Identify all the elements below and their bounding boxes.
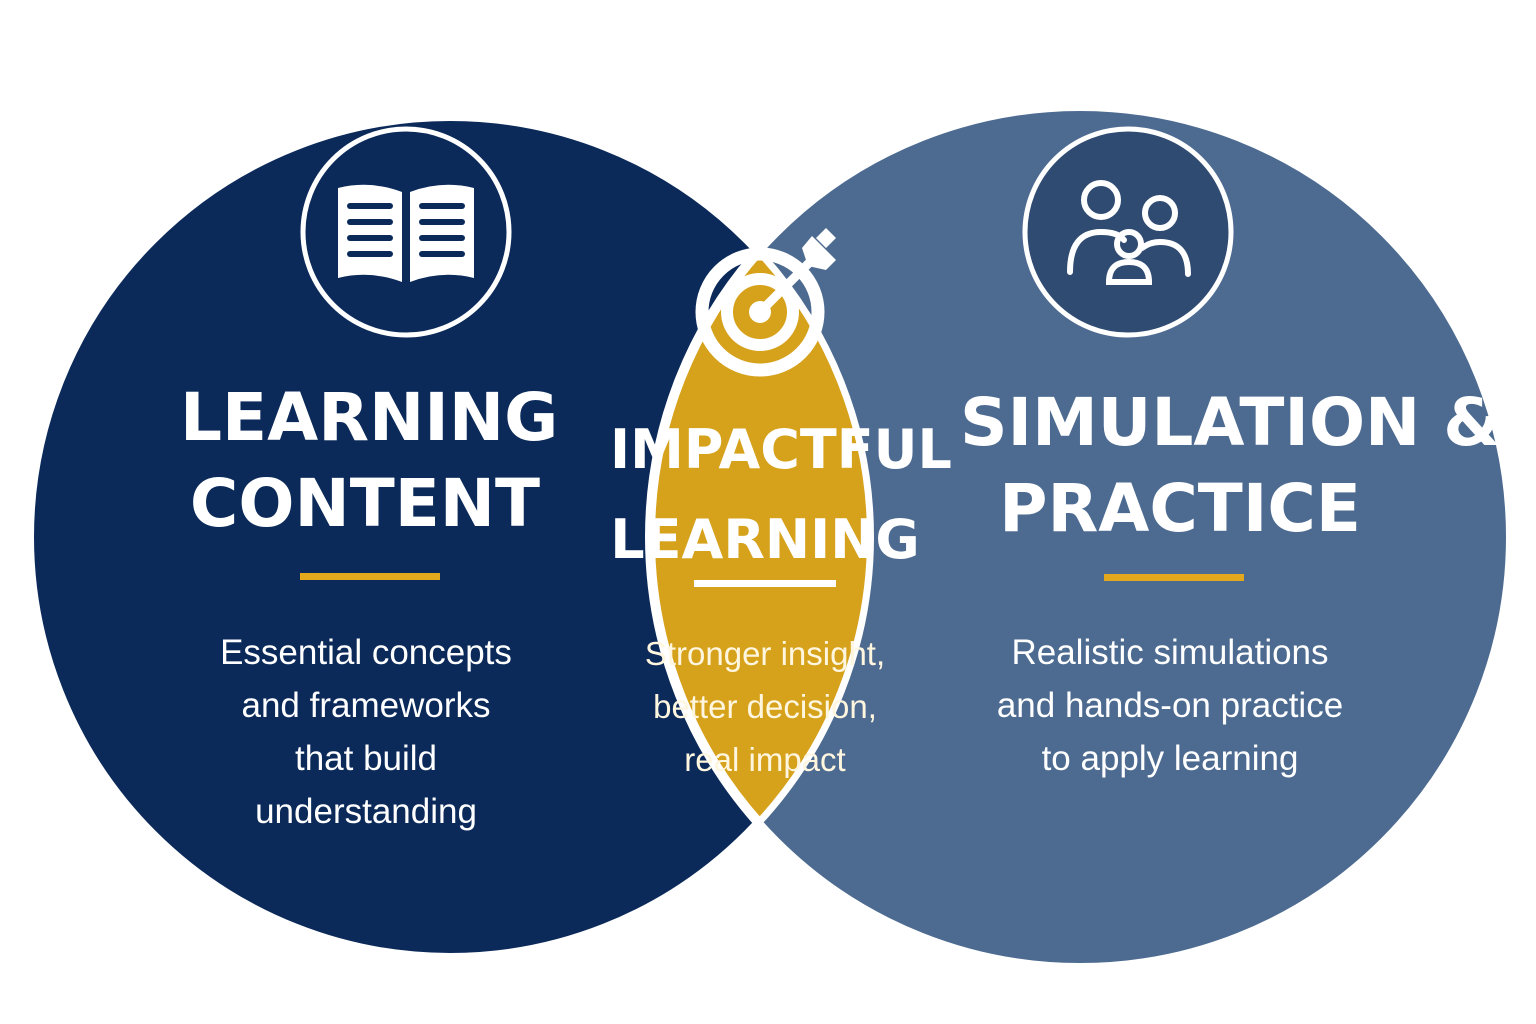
learning-content-description: Essential concepts and frameworks that b… (166, 626, 566, 838)
description-line: real impact (684, 741, 846, 778)
impactful-learning-description: Stronger insight, better decision, real … (610, 627, 920, 786)
people-group-icon (1022, 126, 1234, 338)
title-line: LEARNING (610, 508, 920, 571)
description-line: better decision, (653, 688, 877, 725)
learning-content-title: LEARNING CONTENT (180, 375, 559, 547)
description-line: understanding (255, 792, 477, 831)
description-line: Essential concepts (220, 633, 512, 672)
impactful-learning-title: IMPACTFUL LEARNING (610, 405, 952, 585)
description-line: to apply learning (1041, 739, 1299, 778)
description-line: and frameworks (241, 686, 491, 725)
target-arrow-icon (695, 228, 836, 377)
impactful-learning-divider (694, 580, 836, 587)
description-line: that build (294, 739, 438, 778)
title-line: SIMULATION & (960, 384, 1501, 461)
simulation-practice-title: SIMULATION & PRACTICE (960, 380, 1501, 552)
description-line: Stronger insight, (644, 635, 886, 672)
learning-content-divider (300, 573, 440, 580)
simulation-practice-divider (1104, 574, 1244, 581)
title-line: CONTENT (189, 465, 541, 542)
open-book-icon (300, 126, 512, 338)
title-line: IMPACTFUL (610, 418, 952, 481)
description-line: and hands-on practice (996, 686, 1344, 725)
description-line: Realistic simulations (1011, 633, 1329, 672)
title-line: PRACTICE (999, 470, 1361, 547)
simulation-practice-description: Realistic simulations and hands-on pract… (960, 626, 1380, 785)
title-line: LEARNING (180, 379, 559, 456)
